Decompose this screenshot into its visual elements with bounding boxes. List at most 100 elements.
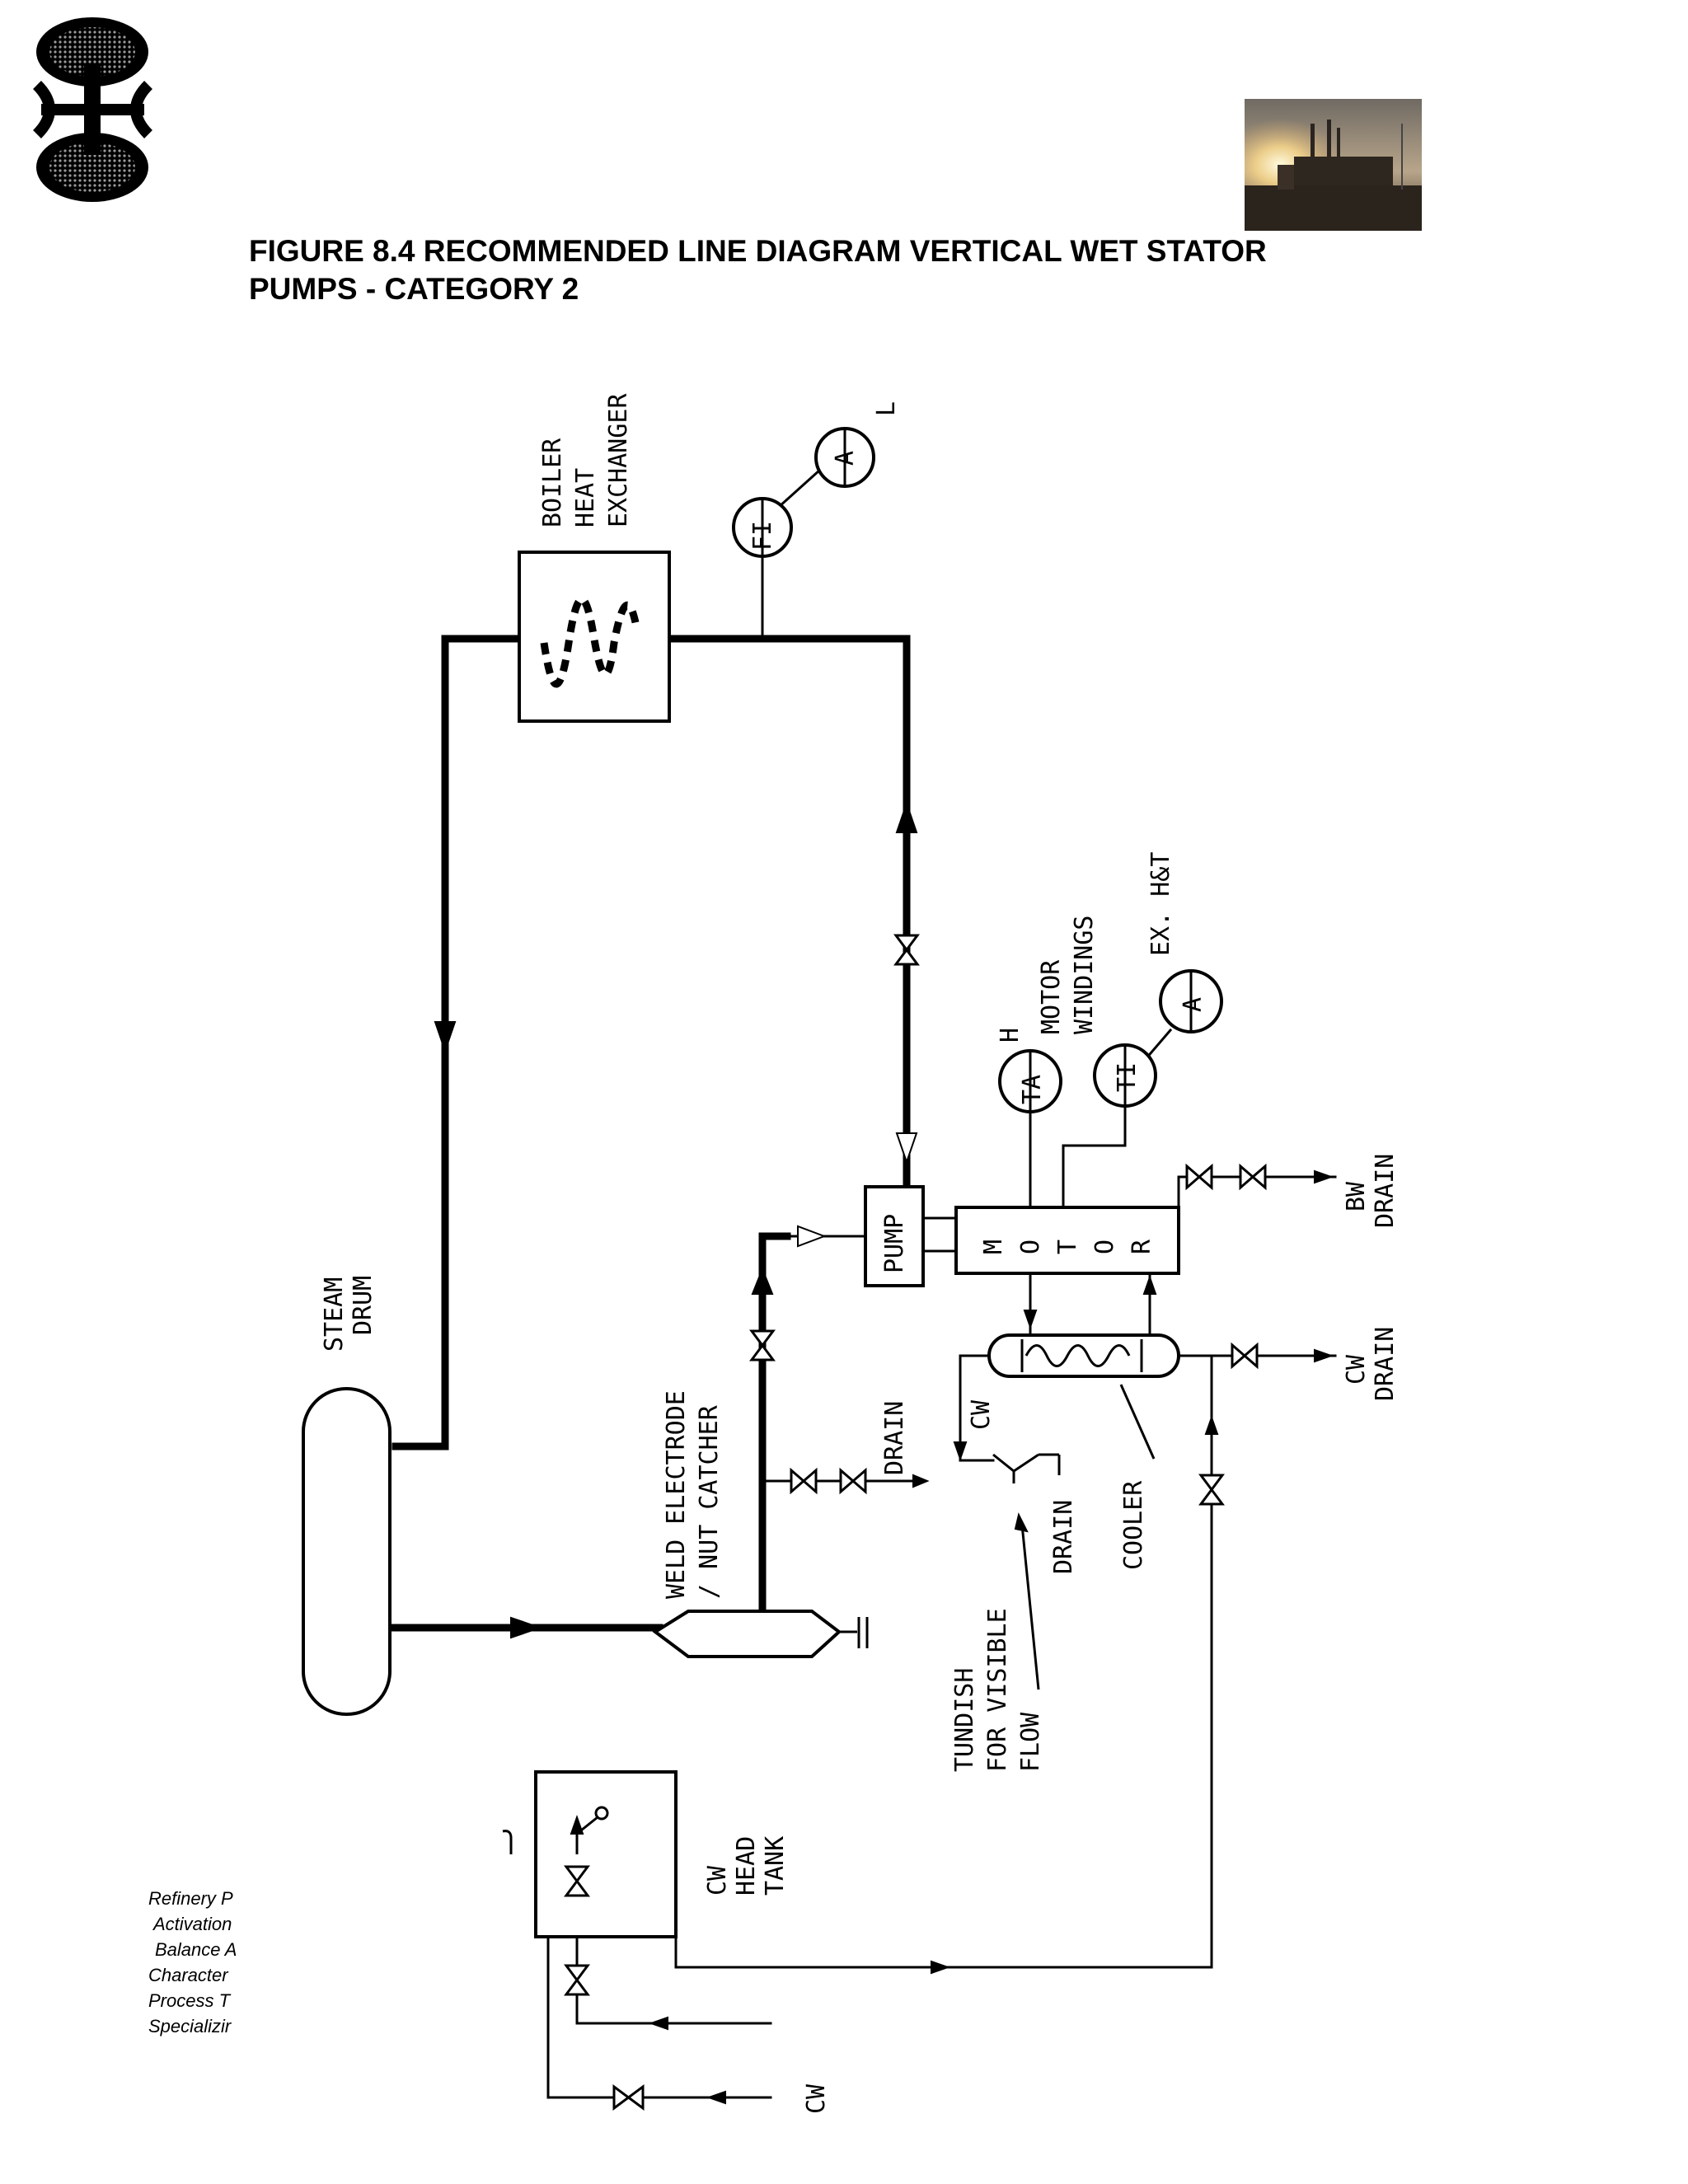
valve-bw-drain-1: [1185, 1163, 1213, 1191]
arrow-right-cw-return: [931, 1960, 951, 1975]
motor-letter-o1: O: [1016, 1240, 1045, 1254]
sidebar-line-6: Specializir: [148, 2016, 232, 2036]
motor-letter-r: R: [1128, 1239, 1156, 1254]
catcher-drain-label: DRAIN: [880, 1401, 909, 1475]
fi-label: FI: [748, 521, 777, 551]
motor: [954, 1206, 1180, 1275]
cooler-cw-inlet-line: [959, 1354, 999, 1462]
bw-drain-label-1: BW: [1342, 1181, 1371, 1212]
cooler-leader: [1119, 1384, 1156, 1460]
steam-drum-label-1: STEAM: [320, 1277, 349, 1352]
pump-label: PUMP: [880, 1214, 909, 1273]
flow-indicator-fi: [732, 497, 793, 558]
cooler: [987, 1333, 1180, 1378]
bw-drain-line: [1177, 1175, 1337, 1213]
cw-drain-label-1: CW: [1342, 1354, 1371, 1385]
arrow-right-pump-inlet: [797, 1225, 827, 1248]
valve-cw-drain: [1231, 1342, 1259, 1370]
boiler-heat-exchanger: [518, 551, 671, 723]
cw-drain-label-2: DRAIN: [1371, 1327, 1400, 1401]
flow-arrows: [434, 800, 1334, 2105]
flow-alarm-label: A: [831, 451, 860, 466]
arrow-right-drum-catcher: [510, 1616, 543, 1639]
figure-title-line-1: FIGURE 8.4 RECOMMENDED LINE DIAGRAM VERT…: [249, 234, 1267, 268]
valve-catcher-drain-1: [790, 1467, 818, 1495]
arrow-up-head-tank-valve: [570, 1814, 584, 1835]
valve-cw-inlet: [612, 2084, 645, 2111]
head-tank-label-2: HEAD: [732, 1836, 761, 1896]
valve-cw-return: [1198, 1474, 1225, 1506]
boiler-label-3: EXCHANGER: [604, 393, 633, 527]
pump-to-motor-link: [921, 1216, 958, 1253]
head-tank-inlet-line: [575, 1935, 772, 2025]
arrow-up-catcher-pump: [751, 1267, 774, 1295]
arrow-left-cw-supply: [706, 2090, 726, 2105]
ti-tap-line: [1062, 1103, 1127, 1209]
motor-windings-label-2: WINDINGS: [1070, 916, 1099, 1035]
sidebar-line-5: Process T: [148, 1990, 231, 2011]
valve-head-tank-internal: [564, 1865, 590, 1897]
sidebar-text: Refinery P Activation Balance A Characte…: [148, 1886, 260, 2039]
leader-lines: [1020, 1384, 1156, 1690]
catcher-to-pump-line: [758, 1232, 791, 1611]
fi-to-alarm-link: [776, 467, 823, 509]
l-label: L: [872, 401, 901, 416]
tundish-label-1: TUNDISH: [950, 1668, 979, 1772]
ex-alarm-label: A: [1179, 997, 1207, 1012]
arrow-up-boiler-return: [895, 800, 918, 833]
weld-label-1: WELD ELECTRODE: [662, 1390, 691, 1599]
arrow-right-bw-drain: [1314, 1169, 1334, 1184]
temperature-indicator-ti: [1093, 1043, 1157, 1108]
valve-bw-drain-2: [1239, 1163, 1267, 1191]
arrow-right-catcher-drain: [912, 1474, 930, 1488]
tundish-drain-label: DRAIN: [1049, 1500, 1078, 1574]
tundish-leader: [1020, 1524, 1040, 1690]
motor-letter-m: M: [979, 1240, 1008, 1254]
motor-windings-label-1: MOTOR: [1037, 959, 1066, 1034]
weld-label-2: / NUT CATCHER: [695, 1404, 724, 1599]
head-tank-bypass-line: [546, 1935, 772, 2099]
arrow-down-pump-inlet: [895, 1132, 918, 1165]
sidebar-line-2: Activation: [153, 1914, 232, 1934]
arrow-up-cw-return: [1204, 1414, 1219, 1435]
valve-boiler-return: [893, 934, 920, 966]
steam-drum-label-2: DRUM: [349, 1276, 377, 1335]
weld-electrode-nut-catcher: [652, 1610, 869, 1658]
valve-catcher-drain-2: [839, 1467, 867, 1495]
flow-alarm-a: [814, 427, 875, 488]
ti-label: TI: [1113, 1062, 1142, 1092]
sidebar-line-4: Character: [148, 1965, 228, 1985]
ti-to-alarm-link: [1143, 1028, 1173, 1062]
ex-alarm-a: [1159, 969, 1223, 1033]
arrow-right-cw-drain: [1314, 1348, 1334, 1363]
valve-catcher-outlet: [749, 1329, 776, 1361]
valve-head-tank-outlet: [564, 1964, 590, 1996]
company-logo: [33, 17, 152, 202]
valves: [564, 934, 1267, 2111]
cw-head-tank: [502, 1770, 678, 1938]
cw-supply-label: CW: [802, 2083, 831, 2114]
boiler-label-2: HEAT: [571, 468, 600, 527]
arrow-down-cw-inlet: [953, 1441, 968, 1462]
figure-title-line-2: PUMPS - CATEGORY 2: [249, 272, 579, 306]
bw-drain-label-2: DRAIN: [1371, 1154, 1400, 1228]
pump: [864, 1185, 925, 1287]
sidebar-line-3: Balance A: [155, 1939, 237, 1960]
ex-ht-label: EX. H&T: [1146, 852, 1175, 956]
arrow-down-drum-feed: [434, 1021, 457, 1054]
boiler-to-pump-line: [665, 635, 911, 1199]
temperature-alarm-ta: [998, 1049, 1062, 1113]
h-label: H: [996, 1028, 1025, 1043]
cooler-cw-label: CW: [967, 1399, 996, 1430]
arrow-left-head-tank-inlet: [648, 2016, 668, 2031]
head-tank-label-3: TANK: [761, 1836, 790, 1896]
steam-drum-to-boiler-line: [392, 635, 523, 1451]
figure-title: FIGURE 8.4 RECOMMENDED LINE DIAGRAM VERT…: [249, 232, 1444, 308]
tundish-label-2: FOR VISIBLE: [983, 1608, 1012, 1772]
motor-letter-o2: O: [1090, 1240, 1119, 1254]
sidebar-line-1: Refinery P: [148, 1888, 233, 1909]
refinery-photo: [1245, 99, 1422, 231]
steam-drum: [302, 1387, 392, 1716]
arrow-down-motor-cooler: [1023, 1310, 1038, 1330]
